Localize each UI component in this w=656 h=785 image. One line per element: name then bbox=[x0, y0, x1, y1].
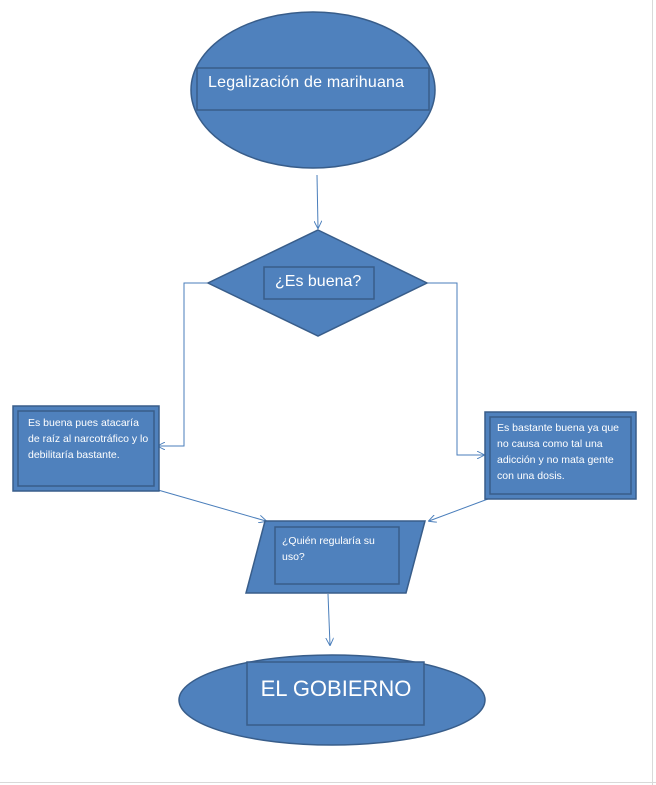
start-text-box bbox=[196, 67, 430, 111]
page-border-right bbox=[652, 0, 653, 785]
connector-left-to-io bbox=[157, 489, 266, 521]
decision-text-box bbox=[263, 266, 375, 300]
io-text-box bbox=[274, 526, 400, 585]
connector-decision-to-left bbox=[158, 282, 209, 446]
left-process-inner bbox=[17, 410, 155, 487]
end-text-box bbox=[246, 661, 425, 726]
right-process-inner bbox=[489, 416, 632, 495]
connector-title-to-decision bbox=[317, 174, 318, 228]
page-border-bottom bbox=[0, 782, 656, 783]
connector-decision-to-right bbox=[427, 282, 484, 455]
connector-io-to-end bbox=[328, 593, 330, 645]
connector-right-to-io bbox=[429, 498, 489, 521]
